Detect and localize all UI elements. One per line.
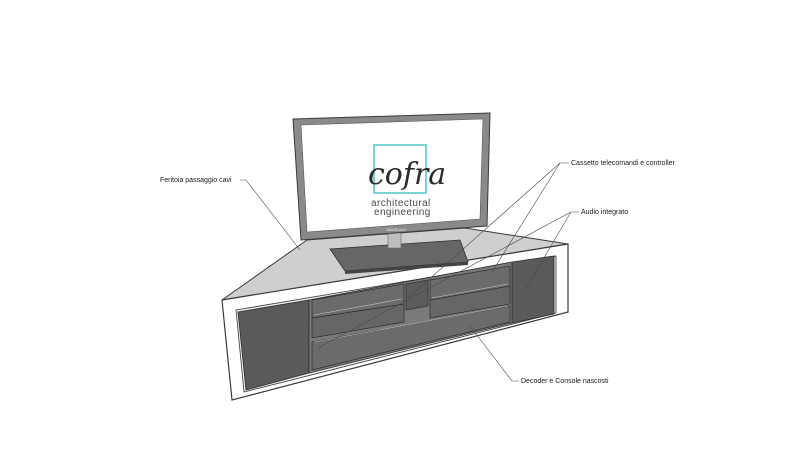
logo-line-engineering: engineering <box>374 207 431 218</box>
tv-cabinet <box>221 227 569 401</box>
callout-audio-label: Audio integrato <box>581 209 628 216</box>
right-audio-panel <box>511 255 555 324</box>
leader-line <box>240 179 301 251</box>
callout-cable-slot-label: Feritoia passaggio cavi <box>160 177 232 184</box>
cofra-logo: cofra architectural engineering <box>368 144 446 218</box>
logo-accent-square <box>373 144 427 194</box>
drawer-mid-left <box>311 303 405 339</box>
drawer-mid-right <box>429 285 511 319</box>
leader-line <box>407 162 561 299</box>
television: SAMSUNG cofra architectural engineering <box>292 112 491 274</box>
drawer-handle-line <box>431 283 509 299</box>
leader-line <box>317 211 572 349</box>
callout-drawer: Cassetto telecomandi e controller <box>407 160 676 299</box>
tv-screen <box>300 118 484 233</box>
drawer-handle-line <box>313 298 403 316</box>
callout-hidden-devices-label: Decoder e Console nascosti <box>521 378 609 385</box>
leader-line <box>469 325 519 382</box>
callout-audio: Audio integrato <box>317 209 628 349</box>
callout-hidden-devices: Decoder e Console nascosti <box>469 325 609 385</box>
callout-drawer-label: Cassetto telecomandi e controller <box>571 160 676 167</box>
drawer-handle-line <box>313 305 509 343</box>
tv-brand-badge: SAMSUNG <box>386 227 406 232</box>
logo-script-text: cofra <box>368 157 446 192</box>
logo-line-architectural: architectural <box>371 198 431 209</box>
tv-base-edge <box>345 262 468 274</box>
callout-cable-slot: Feritoia passaggio cavi <box>160 177 301 251</box>
